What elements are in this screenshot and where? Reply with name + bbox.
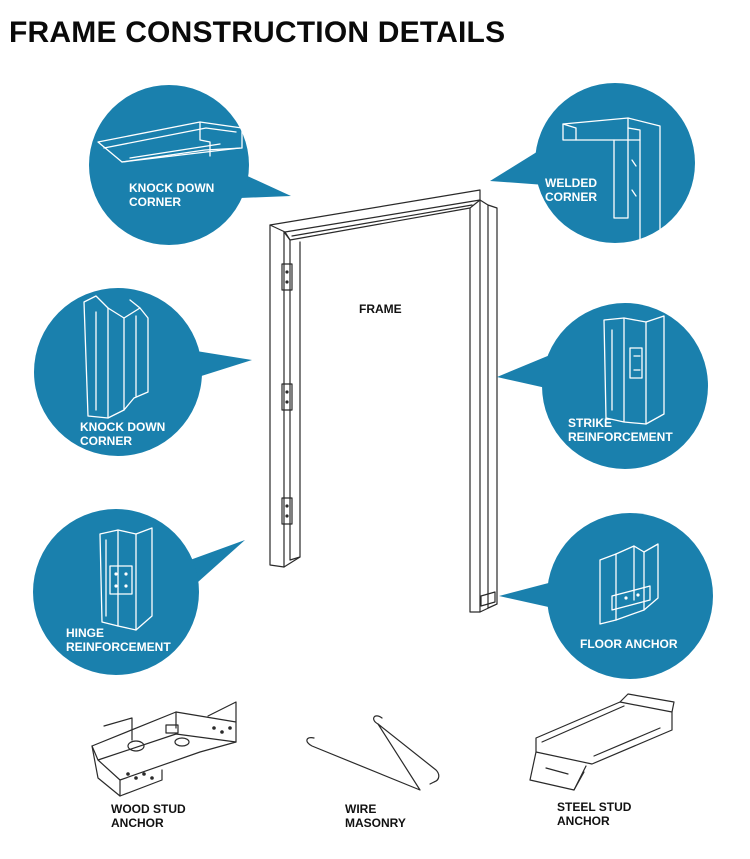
callout-label-line2: CORNER: [129, 195, 181, 209]
wood-stud-anchor-icon: [91, 701, 237, 797]
anchor-label-line1: WOOD STUD: [111, 802, 186, 816]
callout-hinge-reinforcement: HINGE REINFORCEMENT: [33, 509, 245, 675]
callout-strike-reinforcement: STRIKE REINFORCEMENT: [497, 303, 708, 469]
steel-stud-anchor-icon: [529, 693, 675, 791]
anchor-label-line1: STEEL STUD: [557, 800, 632, 814]
callout-label-line1: HINGE: [66, 626, 104, 640]
callout-label-line1: WELDED: [545, 176, 597, 190]
anchor-label-line2: ANCHOR: [111, 816, 164, 830]
callout-label-line1: KNOCK DOWN: [129, 181, 214, 195]
welded-corner-icon: [562, 117, 661, 241]
page-title: FRAME CONSTRUCTION DETAILS: [9, 16, 506, 49]
anchor-label-line2: ANCHOR: [557, 814, 610, 828]
callout-label-line1: KNOCK DOWN: [80, 420, 165, 434]
anchor-steel-stud: STEEL STUD ANCHOR: [529, 693, 675, 828]
strike-reinforcement-icon: [603, 315, 665, 425]
wire-masonry-icon: [306, 715, 440, 791]
callout-label-line1: STRIKE: [568, 416, 612, 430]
anchor-label-line1: WIRE: [345, 802, 376, 816]
callout-label-line2: CORNER: [545, 190, 597, 204]
frame-label: FRAME: [359, 302, 402, 316]
callout-floor-anchor: FLOOR ANCHOR: [499, 513, 713, 679]
anchor-label-line2: MASONRY: [345, 816, 406, 830]
anchor-wood-stud: WOOD STUD ANCHOR: [91, 701, 237, 830]
callout-knock-down-corner-mid: KNOCK DOWN CORNER: [34, 288, 252, 456]
callout-label-line2: REINFORCEMENT: [66, 640, 171, 654]
callout-label-line2: REINFORCEMENT: [568, 430, 673, 444]
anchor-wire-masonry: WIRE MASONRY: [306, 715, 440, 830]
hinge-reinforcement-icon: [99, 527, 153, 631]
knock-down-corner-icon: [83, 295, 149, 419]
callout-label-line2: CORNER: [80, 434, 132, 448]
callout-knock-down-corner-top: KNOCK DOWN CORNER: [89, 85, 291, 245]
knock-down-corner-icon: [97, 121, 243, 163]
callout-welded-corner: WELDED CORNER: [490, 83, 695, 243]
callout-label-line1: FLOOR ANCHOR: [580, 637, 678, 651]
floor-anchor-icon: [599, 543, 659, 625]
door-frame-drawing: [269, 189, 498, 613]
